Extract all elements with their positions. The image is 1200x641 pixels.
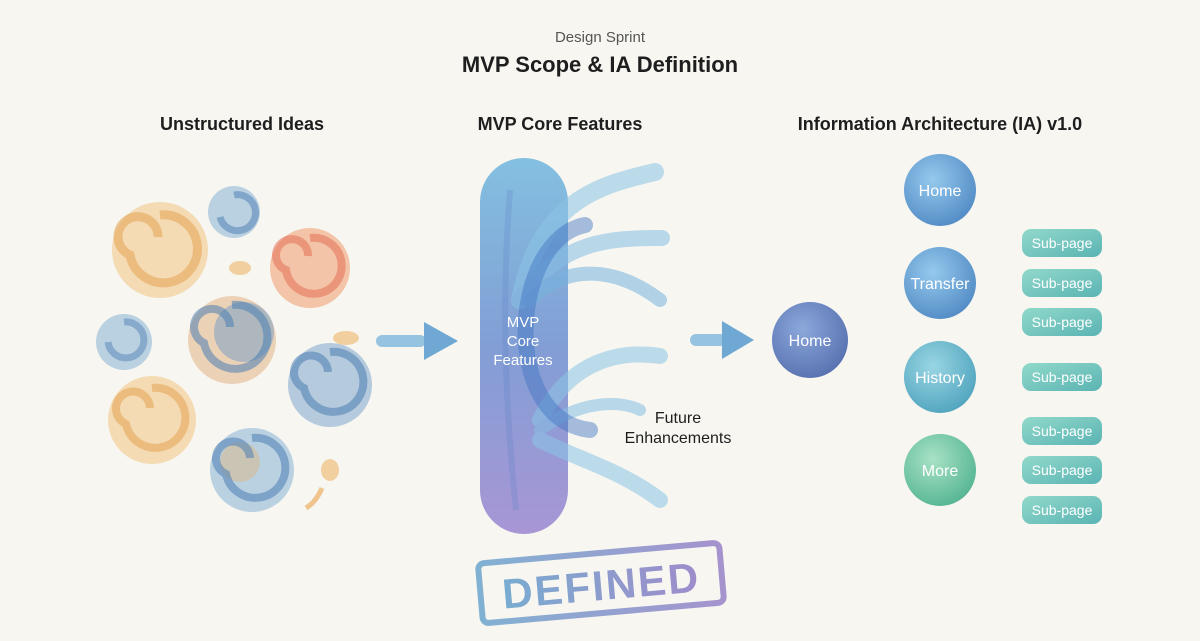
heading-information-architecture: Information Architecture (IA) v1.0 [798, 114, 1082, 134]
subpage-label: Sub-page [1032, 235, 1093, 251]
swirl-blue-bottom [210, 428, 294, 512]
swirl-blue-right [288, 343, 372, 427]
branch-5 [534, 398, 646, 436]
subpage-label: Sub-page [1032, 423, 1093, 439]
ia-node-history-label: History [915, 370, 965, 387]
ia-node-home[interactable]: Home [904, 154, 976, 226]
swirl-orange-2 [108, 376, 196, 464]
arrow-ideas-to-mvp [376, 322, 458, 360]
ia-connectors [847, 187, 1025, 513]
subpage-label: Sub-page [1032, 314, 1093, 330]
branch-1 [511, 163, 664, 309]
defined-stamp: DEFINED [475, 540, 727, 626]
future-enhancements-line-1: Future [655, 410, 701, 427]
subpage-history-1[interactable]: Sub-page [1022, 363, 1102, 391]
subpage-label: Sub-page [1032, 369, 1093, 385]
branch-6 [532, 432, 668, 508]
core-curve [517, 217, 598, 438]
mvp-core-label-line-2: Core [507, 333, 540, 350]
ia-node-transfer-label: Transfer [911, 276, 971, 293]
ia-node-transfer[interactable]: Transfer [904, 247, 976, 319]
swirl-blue-small [208, 186, 260, 238]
ia-root-label: Home [789, 333, 832, 350]
subpage-transfer-1[interactable]: Sub-page [1022, 229, 1102, 257]
swirl-mixed-center [188, 296, 276, 384]
subpage-transfer-2[interactable]: Sub-page [1022, 269, 1102, 297]
heading-mvp-core-features: MVP Core Features [478, 114, 643, 134]
swirl-blue-left [96, 314, 152, 370]
ia-node-more-label: More [922, 463, 959, 480]
mvp-core-label-line-3: Features [493, 352, 552, 369]
branch-3 [523, 266, 667, 307]
idea-swirl-cluster [96, 186, 372, 512]
subpage-more-1[interactable]: Sub-page [1022, 417, 1102, 445]
subpage-label: Sub-page [1032, 275, 1093, 291]
subpage-more-3[interactable]: Sub-page [1022, 496, 1102, 524]
heading-unstructured-ideas: Unstructured Ideas [160, 114, 324, 134]
ia-node-history[interactable]: History [904, 341, 976, 413]
ia-root-node[interactable]: Home [772, 302, 848, 378]
branch-2 [512, 230, 670, 308]
subpage-transfer-3[interactable]: Sub-page [1022, 308, 1102, 336]
swirl-red-orange [270, 228, 350, 308]
eyebrow-label: Design Sprint [555, 29, 646, 46]
arrow-mvp-to-ia [690, 321, 754, 359]
branch-4 [532, 346, 668, 428]
subpage-label: Sub-page [1032, 502, 1093, 518]
future-enhancements-line-2: Enhancements [625, 430, 732, 447]
future-branches [511, 163, 670, 508]
swirl-orange-1 [112, 202, 208, 298]
ia-node-more[interactable]: More [904, 434, 976, 506]
ia-node-home-label: Home [919, 183, 962, 200]
mvp-core-label-line-1: MVP [507, 314, 540, 331]
subpage-more-2[interactable]: Sub-page [1022, 456, 1102, 484]
page-title: MVP Scope & IA Definition [462, 52, 738, 77]
swirl-drops [229, 261, 359, 511]
subpage-label: Sub-page [1032, 462, 1093, 478]
